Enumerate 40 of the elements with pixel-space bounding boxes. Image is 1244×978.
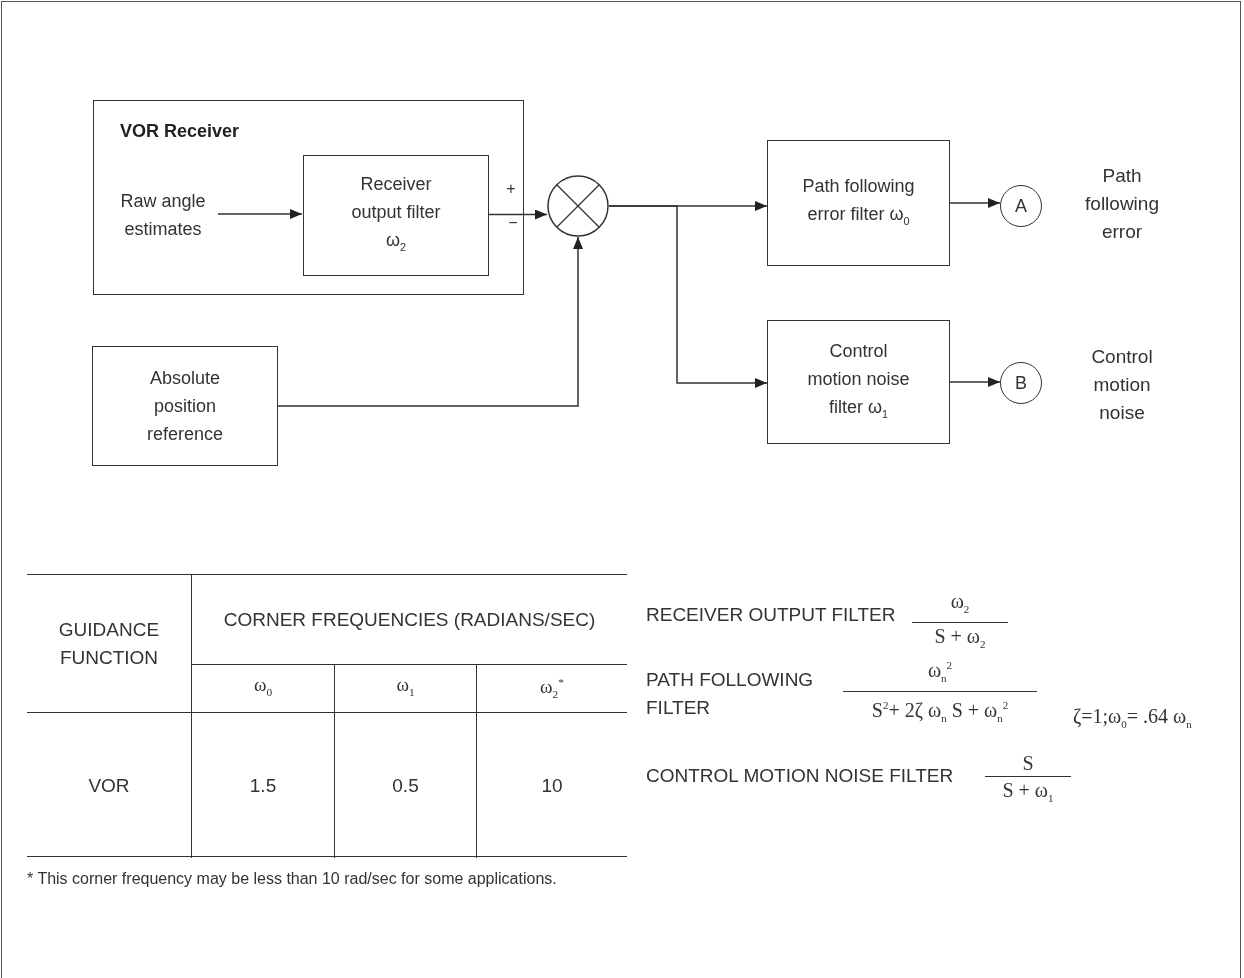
table-cell-text: CORNER FREQUENCIES (RADIANS/SEC) — [223, 607, 596, 632]
node-letter: A — [1015, 195, 1027, 218]
receiver-group-box — [93, 100, 524, 295]
arrow — [949, 377, 1001, 387]
filter-block — [767, 320, 950, 444]
filter-name: CONTROL MOTION NOISE FILTER — [646, 764, 955, 788]
parameter-note: ζ=1;ω$_{0}$= .64 ω$_{n}$ — [1073, 704, 1192, 732]
sign-label: + — [505, 179, 517, 199]
filter-block — [303, 155, 489, 276]
block-label: Path following error filter ω$_{0}$ — [801, 174, 916, 229]
arrow — [277, 236, 583, 407]
filter-block — [767, 140, 950, 266]
table-cell-text: ω$_{0}$ — [253, 673, 273, 700]
filter-block — [92, 346, 278, 466]
table-cell-text: 1.5 — [249, 773, 277, 798]
table-cell-text: 0.5 — [392, 773, 419, 798]
output-label: Path following error — [1084, 164, 1160, 244]
table-cell-text: ω$_{1}$ — [396, 673, 415, 700]
filter-name: PATH FOLLOWING FILTER — [646, 668, 815, 720]
node-letter: B — [1015, 372, 1027, 395]
footnote: * This corner frequency may be less than 10 rad/sec for some applications. — [27, 870, 557, 888]
table-cell-text: VOR — [88, 773, 130, 798]
arrow — [217, 209, 303, 219]
numerator: S — [1022, 751, 1034, 776]
arrow — [487, 209, 548, 220]
arrow — [949, 198, 1001, 208]
denominator: S + ω$_{1}$ — [1002, 778, 1054, 806]
output-label: Control motion noise — [1090, 345, 1154, 425]
arrow — [608, 205, 768, 388]
input-label: Raw angle estimates — [119, 190, 207, 241]
sign-label: − — [507, 213, 519, 233]
filter-name: RECEIVER OUTPUT FILTER — [646, 603, 897, 627]
group-title: VOR Receiver — [120, 120, 240, 143]
denominator: S + ω$_{2}$ — [934, 624, 986, 652]
block-label: Absolute position reference — [145, 367, 224, 446]
table-cell-text: 10 — [541, 773, 563, 798]
block-label: Receiver output filter ω$_{2}$ — [350, 173, 442, 255]
numerator: ω$_{2}$ — [950, 589, 970, 617]
table-cell-text: GUIDANCE FUNCTION — [57, 617, 161, 670]
block-label: Control motion noise filter ω$_{1}$ — [806, 339, 911, 422]
